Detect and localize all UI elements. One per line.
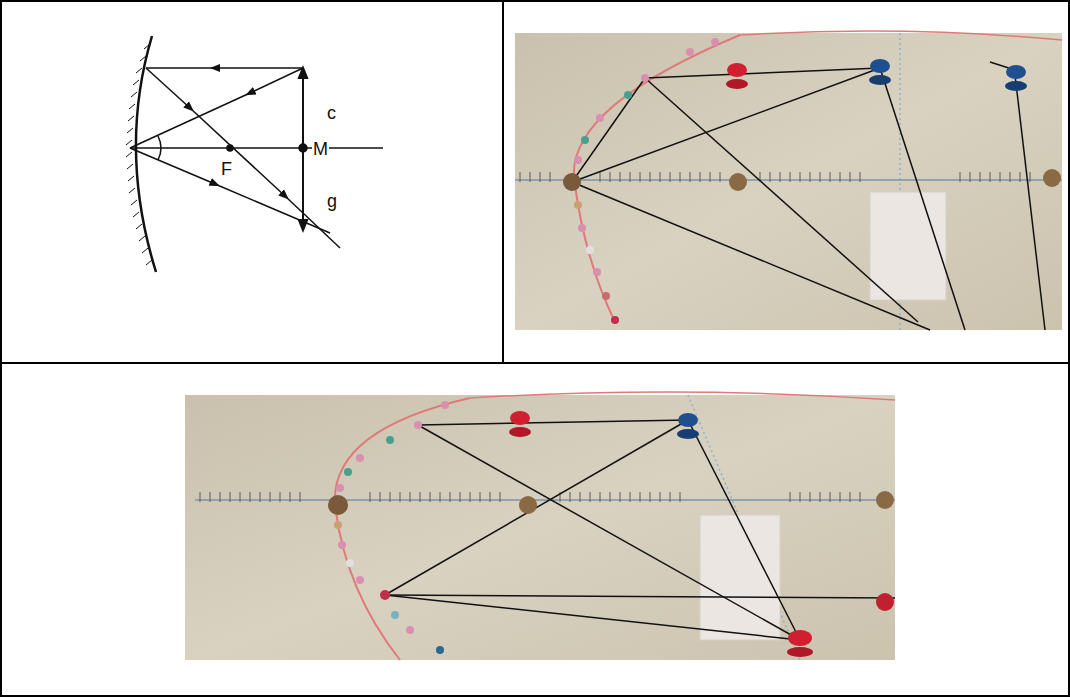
object-arrow	[302, 72, 304, 148]
angle-arc	[158, 136, 161, 160]
label-holder: F	[220, 160, 233, 179]
ray	[130, 93, 250, 148]
ray	[130, 148, 215, 184]
point-label: c	[326, 103, 337, 123]
point-label: F	[220, 159, 233, 179]
label-holder: M	[312, 140, 329, 159]
photo-model-2	[185, 392, 895, 660]
photo-model-1	[515, 31, 1062, 330]
optical-axis	[130, 147, 383, 149]
ray	[146, 68, 190, 108]
ray	[215, 184, 330, 233]
ray	[215, 67, 303, 69]
point-label: M	[312, 139, 329, 159]
point-label: g	[326, 191, 338, 211]
ray	[146, 67, 215, 69]
center-point	[299, 144, 307, 152]
ray	[250, 68, 303, 93]
panel-divider	[502, 1, 504, 363]
ray-diagram	[126, 36, 383, 272]
ray	[190, 108, 285, 196]
mirror-hatching	[126, 44, 152, 265]
panel-divider	[1, 362, 1069, 364]
label-holder: g	[326, 192, 338, 211]
focus-point	[227, 145, 233, 151]
label-holder: c	[326, 104, 337, 123]
